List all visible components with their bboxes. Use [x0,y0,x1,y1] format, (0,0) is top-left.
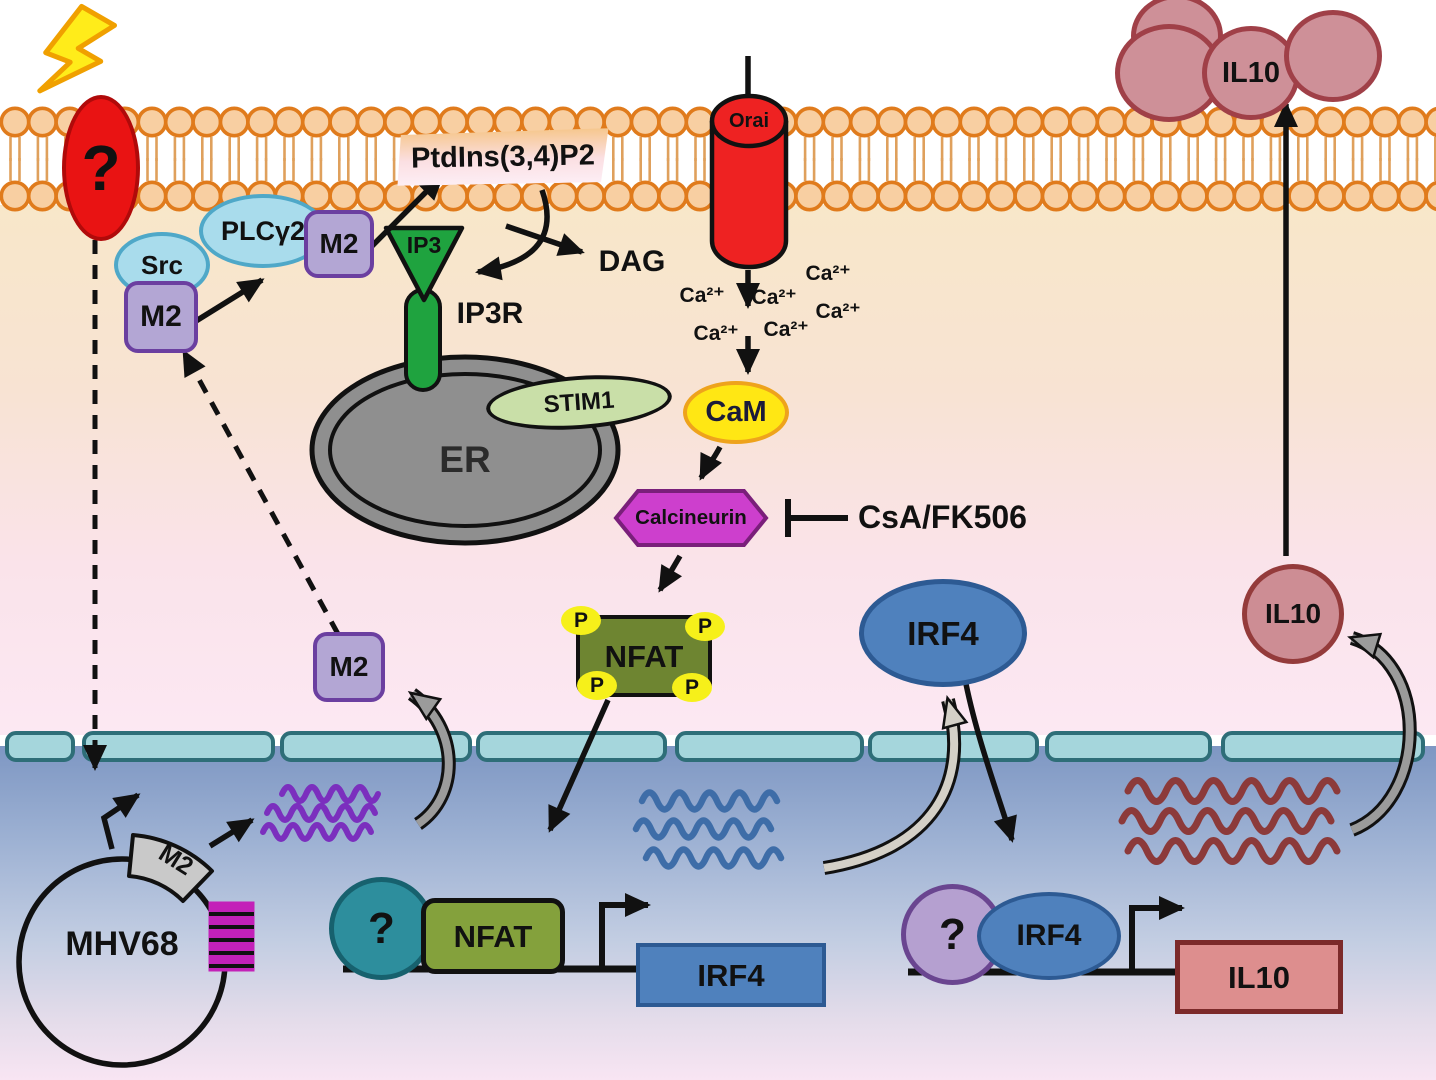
ip3-label: IP3 [406,231,442,258]
dag-label: DAG [598,245,666,278]
m2-gene-arc [127,833,214,903]
il10-translation-arrow [1347,631,1417,837]
ptdins-to-dag-arrow [505,223,585,256]
stim1-label: STIM1 [542,386,616,418]
il10-mrna-squiggles [1118,777,1341,865]
phospho-badge: P [577,671,617,700]
ca-ion: Ca²⁺ [693,321,739,345]
calcineurin-label: Calcineurin [635,505,747,529]
ca-ion: Ca²⁺ [751,285,797,309]
plcg2-label: PLCγ2 [220,215,306,246]
orai-label: Orai [728,110,770,132]
ca-ion: Ca²⁺ [815,299,861,323]
ptdins-label: PtdIns(3,4)P2 [410,138,596,175]
m2-to-membrane-dashed-arrow [181,349,341,636]
m2-mrna-squiggles [260,784,381,842]
unknown-cofactor-nfat: ? [329,877,434,980]
irf4-label: IRF4 [907,614,979,652]
m2-label: M2 [329,651,369,682]
m2-protein-src: M2 [124,281,198,353]
m2-label: M2 [140,300,182,333]
ptdins-to-ip3-arrow [475,189,550,281]
ip3r-label: IP3R [456,297,524,330]
m2-translation-arrow [407,688,456,830]
irf4-translation-arrow [822,695,969,875]
secreted-il10-vesicle [1284,10,1382,102]
secreted-il10-vesicle-labeled: IL10 [1202,26,1300,120]
orai-channel [709,93,789,270]
irf4-transcription-start-arrow [599,893,651,966]
phospho-badge: P [685,612,725,641]
gene-to-mrna-arrow [208,817,255,849]
unknown-cofactor-irf4: ? [901,884,1004,985]
il10-label: IL10 [1227,959,1291,995]
cam-to-calcineurin-arrow [698,445,723,481]
plc-to-ptdins-arrow [370,173,445,248]
irf4-protein-cytoplasm: IRF4 [859,579,1027,687]
m2-gene-promoter-arrow [100,792,141,850]
m2src-to-plc-arrow [194,277,265,324]
m2-label: M2 [319,228,359,259]
irf4-to-il10promoter-arrow [963,683,1017,843]
cam-label: CaM [705,396,767,428]
nfat-protein-nucleus: NFAT [421,898,565,974]
stimulus-lightning-icon [37,3,118,94]
ca-ion: Ca²⁺ [679,283,725,307]
calcineurin-to-nfat-arrow [657,554,683,593]
inhibitor-label: CsA/FK506 [858,499,1027,535]
irf4-protein-nucleus: IRF4 [977,892,1121,980]
er-label: ER [439,438,491,480]
ca-ion: Ca²⁺ [763,317,809,341]
nuclear-membrane [5,731,1425,762]
il10-gene-box: IL10 [1175,940,1343,1014]
il10-label: IL10 [1221,56,1281,89]
irf4-gene-box: IRF4 [636,943,826,1007]
calcineurin-hexagon [613,489,769,547]
irf4-label: IRF4 [1016,919,1082,952]
ptdins-label-box: PtdIns(3,4)P2 [397,128,610,186]
nfat-label: NFAT [604,638,684,674]
ip3-triangle [383,225,465,303]
phospho-badge: P [561,606,601,635]
irf4-mrna-squiggles [632,789,785,870]
unknown-receptor: ? [62,95,140,241]
cam-protein: CaM [683,381,789,444]
nfat-label: NFAT [453,918,533,954]
src-label: Src [141,250,183,280]
nfat-nuclear-import-arrow [547,698,611,833]
irf4-label: IRF4 [697,957,765,993]
unknown-receptor-label: ? [81,132,121,204]
il10-label: IL10 [1264,598,1322,629]
il10-protein-cytoplasm: IL10 [1242,564,1344,664]
m2-protein-cytoplasmic: M2 [313,632,385,702]
mhv68-label: MHV68 [65,925,179,963]
terminal-repeats-box [208,901,255,972]
m2-protein-plc: M2 [304,210,374,278]
ca-ion: Ca²⁺ [805,261,851,285]
il10-transcription-start-arrow [1129,896,1185,969]
phospho-badge: P [672,673,712,702]
inhibition-tbar [785,499,848,537]
ip3r-receptor [404,288,442,392]
